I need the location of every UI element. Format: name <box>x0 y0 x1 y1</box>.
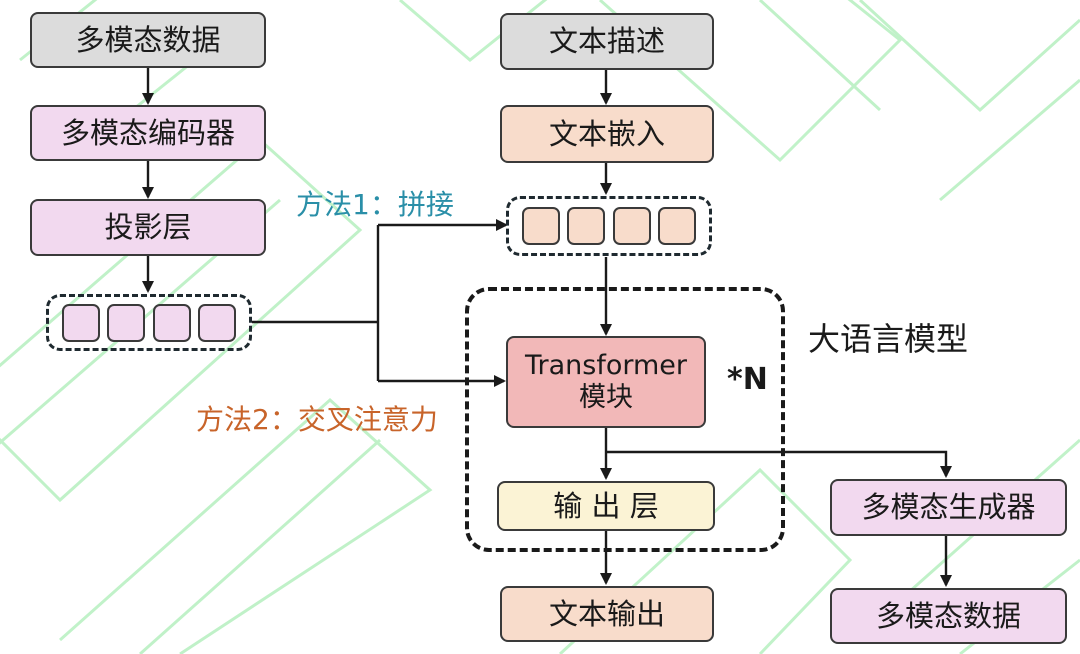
text-token <box>657 207 696 245</box>
visual-token <box>197 303 236 342</box>
visual-token <box>152 303 191 342</box>
method2-label: 方法2：交叉注意力 <box>196 403 438 436</box>
multimodal-data-input-label: 多模态数据 <box>75 22 221 57</box>
text-embedding-label: 文本嵌入 <box>548 116 665 151</box>
text-token <box>567 207 606 245</box>
text-token <box>612 207 651 245</box>
transformer-block-line1: Transformer <box>524 349 687 381</box>
llm-label: 大语言模型 <box>808 320 969 358</box>
watermark-stroke <box>858 0 1080 113</box>
multimodal-data-input: 多模态数据 <box>30 12 266 68</box>
multimodal-generator-label: 多模态生成器 <box>861 490 1036 525</box>
transformer-block-line2: 模块 <box>579 382 633 413</box>
text-token-group <box>506 196 712 256</box>
llm-frame <box>465 287 785 552</box>
multimodal-encoder: 多模态编码器 <box>30 105 266 161</box>
multimodal-encoder-label: 多模态编码器 <box>60 115 235 150</box>
text-output: 文本输出 <box>500 586 714 642</box>
watermark-stroke <box>939 78 1080 202</box>
text-description-input: 文本描述 <box>500 13 714 70</box>
watermark-stroke <box>599 0 903 163</box>
visual-token-group <box>46 294 252 351</box>
multimodal-data-output: 多模态数据 <box>830 588 1067 644</box>
text-description-label: 文本描述 <box>548 24 665 59</box>
method1-label: 方法1：拼接 <box>296 188 454 221</box>
output-layer-label: 输 出 层 <box>553 488 659 523</box>
text-output-label: 文本输出 <box>548 596 665 631</box>
visual-token <box>107 303 146 342</box>
text-embedding: 文本嵌入 <box>500 105 714 163</box>
watermark-stroke <box>139 438 381 654</box>
output-layer: 输 出 层 <box>497 481 715 531</box>
watermark-stroke <box>758 0 882 112</box>
watermark-stroke <box>399 0 548 62</box>
multimodal-data-output-label: 多模态数据 <box>875 598 1021 633</box>
arrow-transformer-to-generator <box>606 450 952 478</box>
projection-layer-label: 投影层 <box>104 210 192 245</box>
projection-layer: 投影层 <box>30 199 266 256</box>
visual-token <box>62 303 101 342</box>
transformer-block: Transformer 模块 <box>506 336 706 428</box>
text-token <box>522 207 561 245</box>
watermark-stroke <box>558 467 853 654</box>
multimodal-generator: 多模态生成器 <box>830 479 1067 536</box>
repeat-n-label: *N <box>727 362 768 397</box>
watermark-stroke <box>59 397 433 654</box>
